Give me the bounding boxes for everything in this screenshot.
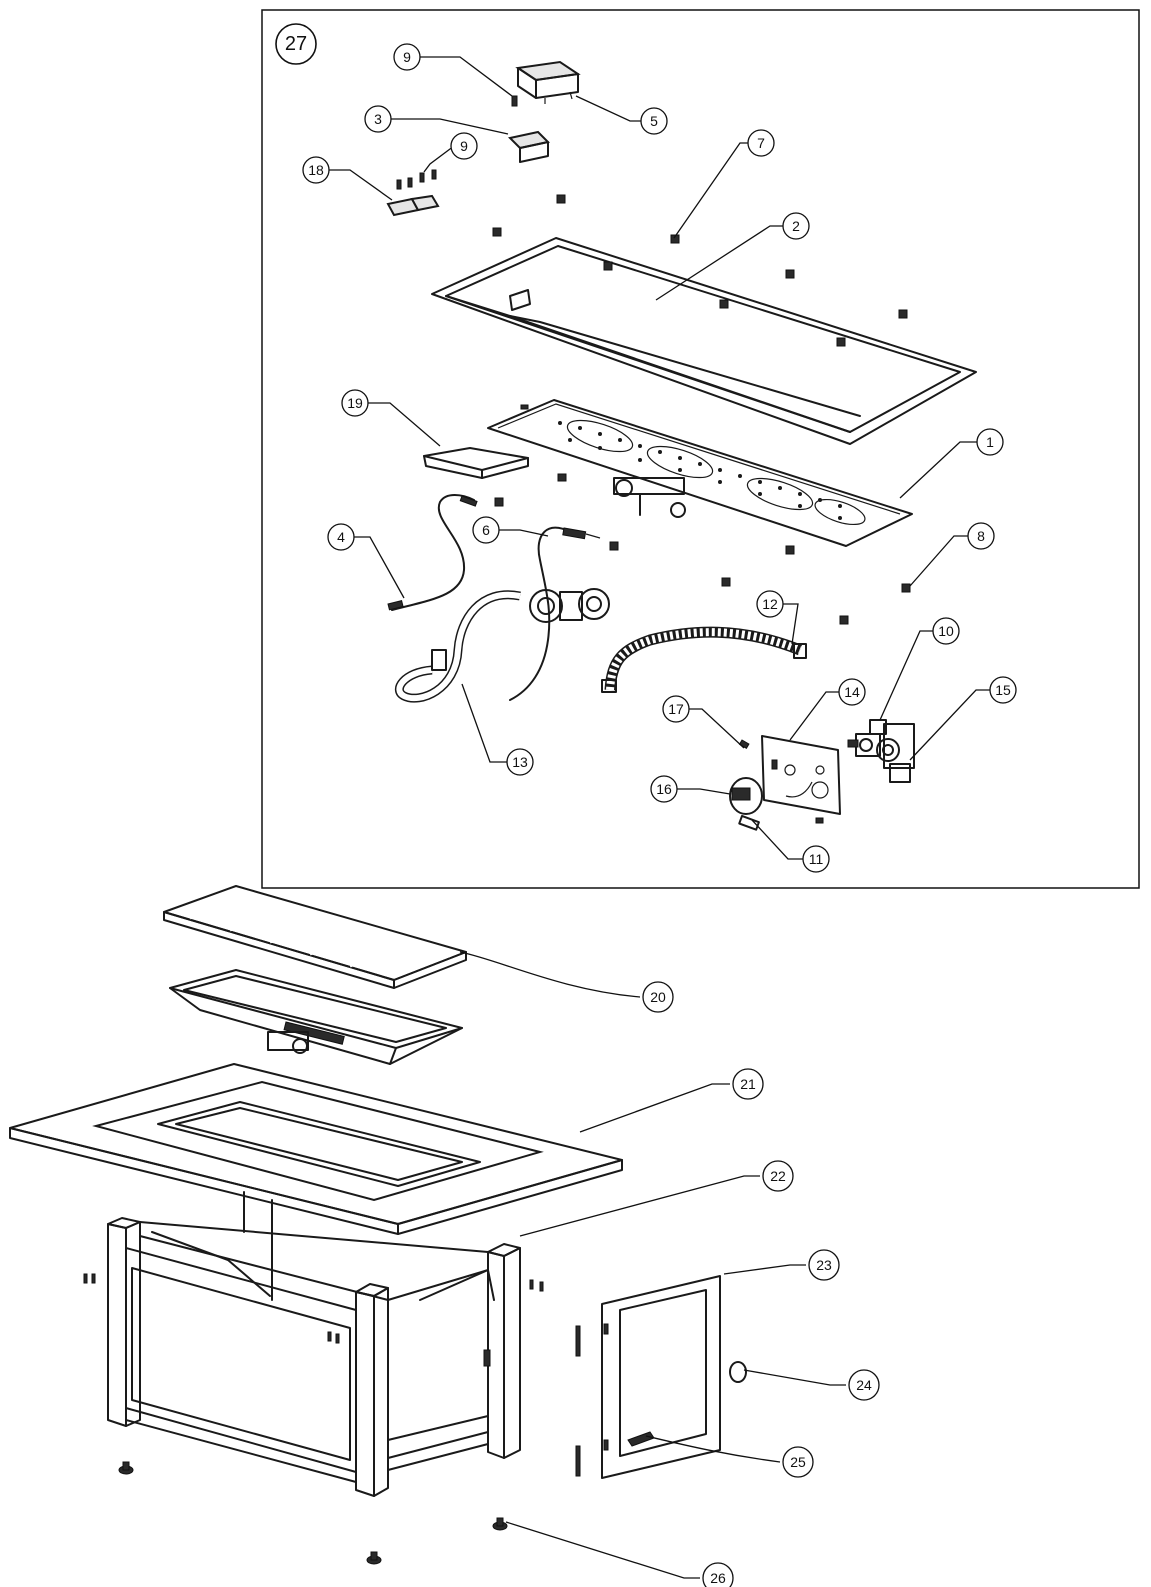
burner-detail-inset xyxy=(261,9,1140,889)
part-6-igniter xyxy=(509,526,601,701)
part-2-burner-pan xyxy=(431,237,977,445)
svg-text:26: 26 xyxy=(710,1570,726,1586)
callout-11: 11 xyxy=(802,845,830,873)
svg-text:14: 14 xyxy=(844,684,860,700)
callout-4: 4 xyxy=(327,523,355,551)
svg-text:5: 5 xyxy=(650,113,658,129)
callout-16: 16 xyxy=(650,775,678,803)
part-18-bracket xyxy=(386,169,440,217)
callout-21: 21 xyxy=(732,1068,764,1100)
svg-text:8: 8 xyxy=(977,528,985,544)
svg-text:11: 11 xyxy=(809,851,824,867)
part-26-leveling-feet xyxy=(118,1461,508,1565)
callout-19: 19 xyxy=(341,389,369,417)
svg-text:12: 12 xyxy=(762,596,778,612)
part-20-grate-lid xyxy=(163,885,467,989)
svg-text:4: 4 xyxy=(337,529,345,545)
svg-text:18: 18 xyxy=(308,162,324,178)
part-12-flex-gas-line xyxy=(601,626,807,693)
callout-2: 2 xyxy=(782,212,810,240)
svg-text:2: 2 xyxy=(792,218,800,234)
svg-text:7: 7 xyxy=(757,135,765,151)
svg-text:9: 9 xyxy=(403,49,411,65)
part-16-control-knob xyxy=(729,777,763,815)
callout-20: 20 xyxy=(642,981,674,1013)
svg-text:9: 9 xyxy=(460,138,468,154)
callout-10: 10 xyxy=(932,617,960,645)
svg-text:17: 17 xyxy=(668,701,684,717)
callout-26: 26 xyxy=(702,1562,734,1587)
callout-13: 13 xyxy=(506,748,534,776)
callout-18: 18 xyxy=(302,156,330,184)
callout-9-top: 9 xyxy=(393,43,421,71)
burner-box-assembled xyxy=(169,969,463,1065)
part-14-control-panel xyxy=(761,735,841,824)
svg-text:20: 20 xyxy=(650,989,666,1005)
callout-25: 25 xyxy=(782,1446,814,1478)
svg-text:19: 19 xyxy=(347,395,363,411)
svg-text:13: 13 xyxy=(512,754,528,770)
callout-24: 24 xyxy=(848,1369,880,1401)
svg-text:21: 21 xyxy=(740,1076,756,1092)
part-1-burner-plate xyxy=(487,399,913,547)
callout-5: 5 xyxy=(640,107,668,135)
callout-7: 7 xyxy=(747,129,775,157)
part-10-valve-fitting xyxy=(847,719,887,757)
callout-6: 6 xyxy=(472,516,500,544)
part-3-bracket xyxy=(507,130,551,163)
callout-3: 3 xyxy=(364,105,392,133)
callout-15: 15 xyxy=(989,676,1017,704)
svg-text:15: 15 xyxy=(995,682,1011,698)
svg-text:22: 22 xyxy=(770,1168,786,1184)
callout-12: 12 xyxy=(756,590,784,618)
svg-text:25: 25 xyxy=(790,1454,806,1470)
callouts: 9 5 3 9 18 7 2 19 1 4 6 8 12 10 14 15 17… xyxy=(302,43,1017,1587)
inset-label-27: 27 xyxy=(275,23,317,65)
svg-text:3: 3 xyxy=(374,111,382,127)
svg-text:1: 1 xyxy=(986,434,994,450)
svg-text:24: 24 xyxy=(856,1377,872,1393)
part-4-thermocouple xyxy=(387,494,478,611)
leader-lines xyxy=(326,56,993,1579)
svg-text:6: 6 xyxy=(482,522,490,538)
callout-9-lower: 9 xyxy=(450,132,478,160)
callout-1: 1 xyxy=(976,428,1004,456)
svg-text:16: 16 xyxy=(656,781,672,797)
callout-8: 8 xyxy=(967,522,995,550)
callout-22: 22 xyxy=(762,1160,794,1192)
svg-text:23: 23 xyxy=(816,1257,832,1273)
part-22-base-frame xyxy=(107,1191,521,1497)
part-21-tabletop xyxy=(9,1063,623,1235)
part-15-gas-valve xyxy=(876,723,915,783)
part-5-cover-box xyxy=(515,60,581,104)
part-13-gas-hose-regulator xyxy=(394,588,610,703)
callout-17: 17 xyxy=(662,695,690,723)
part-23-door xyxy=(575,1275,721,1479)
callout-23: 23 xyxy=(808,1249,840,1281)
svg-text:27: 27 xyxy=(285,33,307,55)
callout-14: 14 xyxy=(838,678,866,706)
part-19-shield-plate xyxy=(423,447,529,479)
svg-text:10: 10 xyxy=(938,623,954,639)
